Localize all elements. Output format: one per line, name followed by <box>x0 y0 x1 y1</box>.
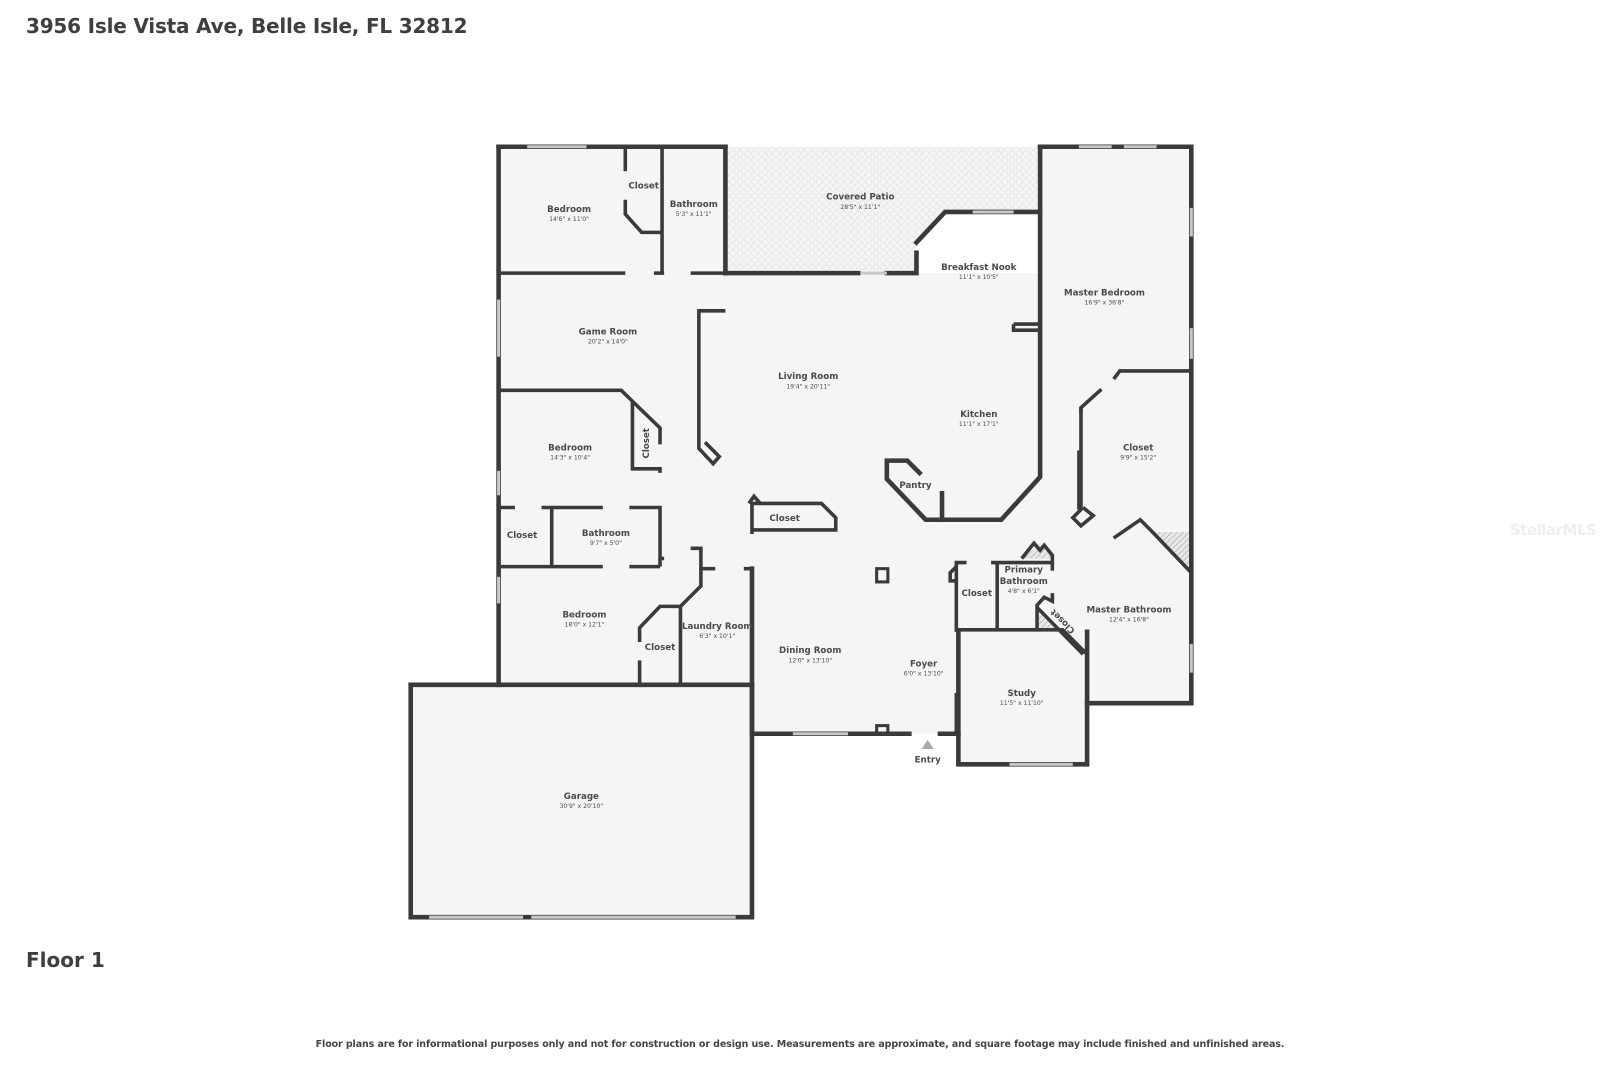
svg-text:Bathroom: Bathroom <box>582 529 630 539</box>
svg-text:5'3" x 11'1": 5'3" x 11'1" <box>676 211 712 218</box>
room-bedroom-nw[interactable]: Bedroom 14'6" x 11'0" <box>547 205 591 223</box>
room-closet-w[interactable]: Closet <box>642 428 652 458</box>
room-covered-patio[interactable]: Covered Patio 28'5" x 11'1" <box>826 193 894 211</box>
room-study[interactable]: Study 11'5" x 11'10" <box>1000 689 1044 707</box>
svg-text:Pantry: Pantry <box>899 481 932 491</box>
room-labels: Bedroom 14'6" x 11'0" Closet Bathroom 5'… <box>507 182 1172 811</box>
svg-text:20'2" x 14'0": 20'2" x 14'0" <box>588 338 628 345</box>
svg-text:Closet: Closet <box>962 589 992 599</box>
room-bedroom-sw[interactable]: Bedroom 18'0" x 12'1" <box>562 611 606 629</box>
room-garage[interactable]: Garage 30'9" x 20'10" <box>559 792 603 810</box>
room-primary-bathroom[interactable]: Primary Bathroom 4'8" x 6'1" <box>1000 566 1048 595</box>
svg-text:14'6" x 11'0": 14'6" x 11'0" <box>549 216 589 223</box>
svg-text:Closet: Closet <box>769 514 799 524</box>
floor-fill <box>410 146 1192 918</box>
room-master-closet[interactable]: Closet 9'9" x 15'2" <box>1120 443 1156 461</box>
room-pantry[interactable]: Pantry <box>899 481 932 491</box>
room-foyer[interactable]: Foyer 6'0" x 13'10" <box>904 660 944 678</box>
svg-text:Bathroom: Bathroom <box>1000 577 1048 587</box>
room-bathroom-n[interactable]: Bathroom 5'3" x 11'1" <box>670 200 718 218</box>
svg-text:Game Room: Game Room <box>579 327 638 337</box>
svg-text:Foyer: Foyer <box>910 660 938 670</box>
disclaimer-text: Floor plans are for informational purpos… <box>315 1039 1285 1050</box>
svg-text:Master Bedroom: Master Bedroom <box>1064 289 1145 299</box>
svg-text:Master Bathroom: Master Bathroom <box>1087 606 1172 616</box>
svg-text:Dining Room: Dining Room <box>779 646 841 656</box>
room-breakfast-nook[interactable]: Breakfast Nook 11'1" x 10'5" <box>941 263 1016 281</box>
svg-text:18'0" x 12'1": 18'0" x 12'1" <box>564 622 604 629</box>
svg-text:Living Room: Living Room <box>778 372 838 382</box>
room-bedroom-w[interactable]: Bedroom 14'3" x 10'4" <box>548 443 592 461</box>
svg-text:Closet: Closet <box>507 531 537 541</box>
svg-text:9'7" x 5'0": 9'7" x 5'0" <box>590 540 622 547</box>
entry-label: Entry <box>915 755 942 765</box>
entry-marker: Entry <box>915 739 942 765</box>
svg-text:Closet: Closet <box>1123 443 1153 453</box>
svg-text:12'4" x 16'8": 12'4" x 16'8" <box>1109 617 1149 624</box>
svg-text:Garage: Garage <box>564 792 599 802</box>
room-game-room[interactable]: Game Room 20'2" x 14'0" <box>579 327 638 345</box>
room-kitchen[interactable]: Kitchen 11'1" x 17'1" <box>959 410 999 428</box>
room-master-bedroom[interactable]: Master Bedroom 16'9" x 36'8" <box>1064 289 1145 307</box>
watermark-logo: StellarMLS <box>1510 521 1597 539</box>
svg-text:28'5" x 11'1": 28'5" x 11'1" <box>840 204 880 211</box>
svg-text:11'5" x 11'10": 11'5" x 11'10" <box>1000 700 1044 707</box>
svg-text:Covered Patio: Covered Patio <box>826 193 894 203</box>
room-master-bathroom[interactable]: Master Bathroom 12'4" x 16'8" <box>1087 606 1172 624</box>
svg-text:12'0" x 13'10": 12'0" x 13'10" <box>788 657 832 664</box>
svg-text:11'1" x 17'1": 11'1" x 17'1" <box>959 421 999 428</box>
property-address: 3956 Isle Vista Ave, Belle Isle, FL 3281… <box>26 14 468 38</box>
svg-text:19'4" x 20'11": 19'4" x 20'11" <box>786 383 830 390</box>
svg-text:Laundry Room: Laundry Room <box>682 622 752 632</box>
windows <box>429 145 1193 919</box>
svg-text:Primary: Primary <box>1005 566 1044 576</box>
room-closet-hall[interactable]: Closet <box>769 514 799 524</box>
room-living-room[interactable]: Living Room 19'4" x 20'11" <box>778 372 838 390</box>
svg-text:Bathroom: Bathroom <box>670 200 718 210</box>
svg-text:9'9" x 15'2": 9'9" x 15'2" <box>1120 455 1156 462</box>
covered-patio-area <box>725 146 1041 274</box>
room-laundry-room[interactable]: Laundry Room 6'3" x 10'1" <box>682 622 752 640</box>
room-closet-foyer[interactable]: Closet <box>962 589 992 599</box>
room-bathroom-w[interactable]: Bathroom 9'7" x 5'0" <box>582 529 630 547</box>
interior-walls <box>498 146 1193 736</box>
svg-text:Closet: Closet <box>628 182 658 192</box>
svg-text:6'0" x 13'10": 6'0" x 13'10" <box>904 671 944 678</box>
svg-text:Kitchen: Kitchen <box>960 410 997 420</box>
floor-label: Floor 1 <box>26 948 105 972</box>
svg-text:6'3" x 10'1": 6'3" x 10'1" <box>699 633 735 640</box>
svg-text:Bedroom: Bedroom <box>548 443 592 453</box>
svg-text:16'9" x 36'8": 16'9" x 36'8" <box>1085 300 1125 307</box>
room-closet-laundry[interactable]: Closet <box>645 643 675 653</box>
room-closet-sw[interactable]: Closet <box>507 531 537 541</box>
svg-text:Closet: Closet <box>642 428 652 458</box>
svg-text:Bedroom: Bedroom <box>562 611 606 621</box>
svg-text:Study: Study <box>1008 689 1037 699</box>
room-closet-nw[interactable]: Closet <box>628 182 658 192</box>
svg-text:Closet: Closet <box>645 643 675 653</box>
hatched-area <box>1021 544 1053 559</box>
svg-text:14'3" x 10'4": 14'3" x 10'4" <box>550 455 590 462</box>
svg-text:11'1" x 10'5": 11'1" x 10'5" <box>959 274 999 281</box>
svg-text:30'9" x 20'10": 30'9" x 20'10" <box>559 803 603 810</box>
room-dining-room[interactable]: Dining Room 12'0" x 13'10" <box>779 646 841 664</box>
entry-arrow-icon <box>921 739 934 750</box>
exterior-walls <box>408 144 1194 920</box>
svg-text:Breakfast Nook: Breakfast Nook <box>941 263 1016 273</box>
svg-text:4'8" x 6'1": 4'8" x 6'1" <box>1008 588 1040 595</box>
svg-text:Bedroom: Bedroom <box>547 205 591 215</box>
